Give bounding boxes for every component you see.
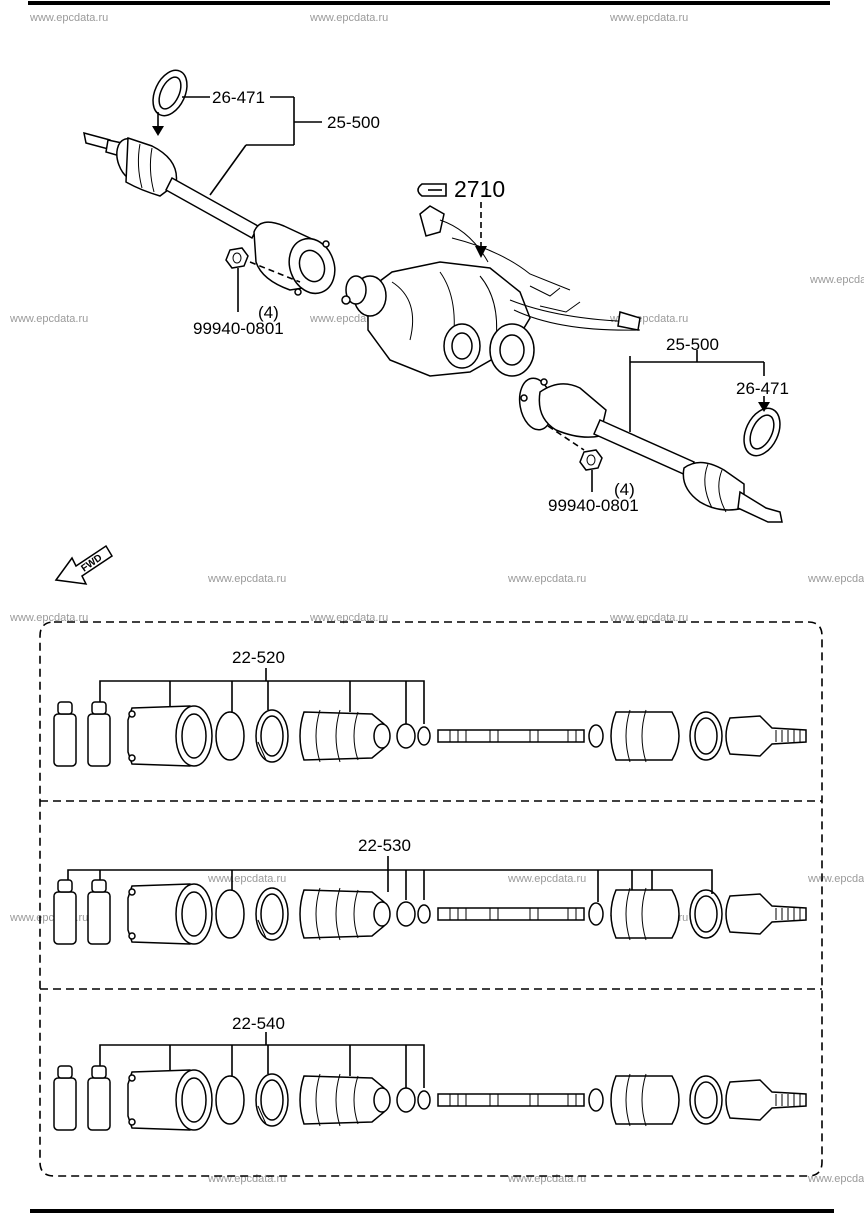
callout-drive-shaft-lower: 25-500 xyxy=(666,335,719,354)
callout-bearing-ring-lower: 26-471 xyxy=(736,379,789,398)
callout-lock-nut-lower: 99940-0801 xyxy=(548,496,639,515)
drive-shaft-lower xyxy=(518,377,783,523)
upper-callout-lines xyxy=(152,96,322,312)
lower-callout-lines xyxy=(547,350,770,492)
watermark: www.epcdata.ru xyxy=(507,873,586,885)
callout-bearing-ring-upper: 26-471 xyxy=(212,88,265,107)
watermark: www.epcdata.ru xyxy=(207,1173,286,1185)
watermark: www.epcdata.ru xyxy=(9,612,88,624)
watermark: www.epcdata.ru xyxy=(807,873,864,885)
kit-row-22-530 xyxy=(53,856,807,945)
kit-row-22-540 xyxy=(53,1032,807,1131)
bearing-ring-lower xyxy=(743,407,781,457)
boot-kit-panel xyxy=(39,621,823,1177)
watermark: www.epcdata.ru xyxy=(609,612,688,624)
watermark: www.epcdata.ru xyxy=(807,1173,864,1185)
watermark: www.epcdata.ru xyxy=(507,573,586,585)
callout-nut-qty-upper: (4) xyxy=(258,303,279,322)
watermark: www.epcdata.ru xyxy=(309,612,388,624)
lock-nut-upper xyxy=(225,247,249,269)
watermark: www.epcdata.ru xyxy=(29,12,108,24)
callout-differential-ref: 2710 xyxy=(454,176,505,202)
kit-label-22-530: 22-530 xyxy=(358,836,411,855)
watermark: www.epcdata.ru xyxy=(807,573,864,585)
bearing-ring-upper xyxy=(152,69,188,117)
lock-nut-lower xyxy=(579,449,603,471)
kit-label-22-540: 22-540 xyxy=(232,1014,285,1033)
callout-drive-shaft-upper: 25-500 xyxy=(327,113,380,132)
watermark: www.epcdata.ru xyxy=(309,12,388,24)
forward-direction-arrow: FWD xyxy=(54,544,114,585)
drive-shaft-upper xyxy=(83,131,336,296)
watermark: www.epcdata.ru xyxy=(809,274,864,286)
diff-reference-callout xyxy=(417,183,487,258)
watermark: www.epcdata.ru xyxy=(207,873,286,885)
watermark: www.epcdata.ru xyxy=(207,573,286,585)
callout-nut-qty-lower: (4) xyxy=(614,480,635,499)
kit-row-22-520 xyxy=(53,668,807,767)
kit-label-22-520: 22-520 xyxy=(232,648,285,667)
watermark: www.epcdata.ru xyxy=(609,12,688,24)
watermark: www.epcdata.ru xyxy=(507,1173,586,1185)
callout-lock-nut-upper: 99940-0801 xyxy=(193,319,284,338)
watermark: www.epcdata.ru xyxy=(9,313,88,325)
rear-differential xyxy=(341,205,641,377)
